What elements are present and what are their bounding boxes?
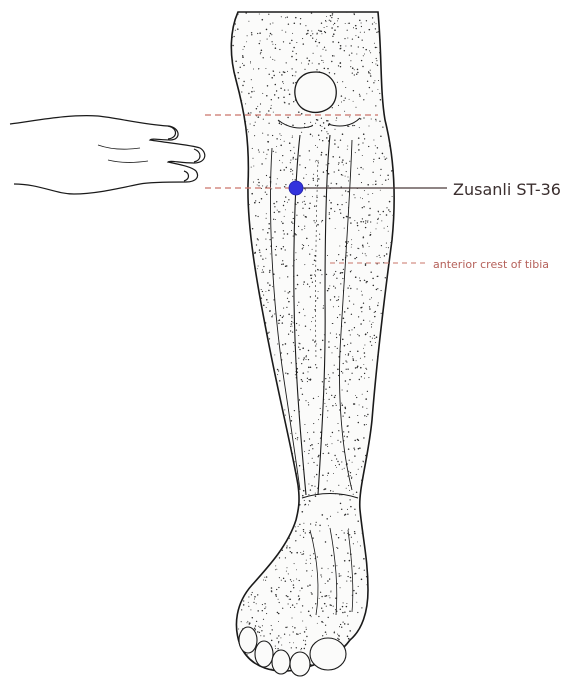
zusanli-label: Zusanli ST-36 bbox=[453, 180, 561, 199]
kneecap bbox=[295, 72, 336, 112]
hand-icon bbox=[10, 116, 205, 194]
acupoint-marker bbox=[289, 181, 303, 195]
tibia-crest-label: anterior crest of tibia bbox=[433, 258, 549, 271]
